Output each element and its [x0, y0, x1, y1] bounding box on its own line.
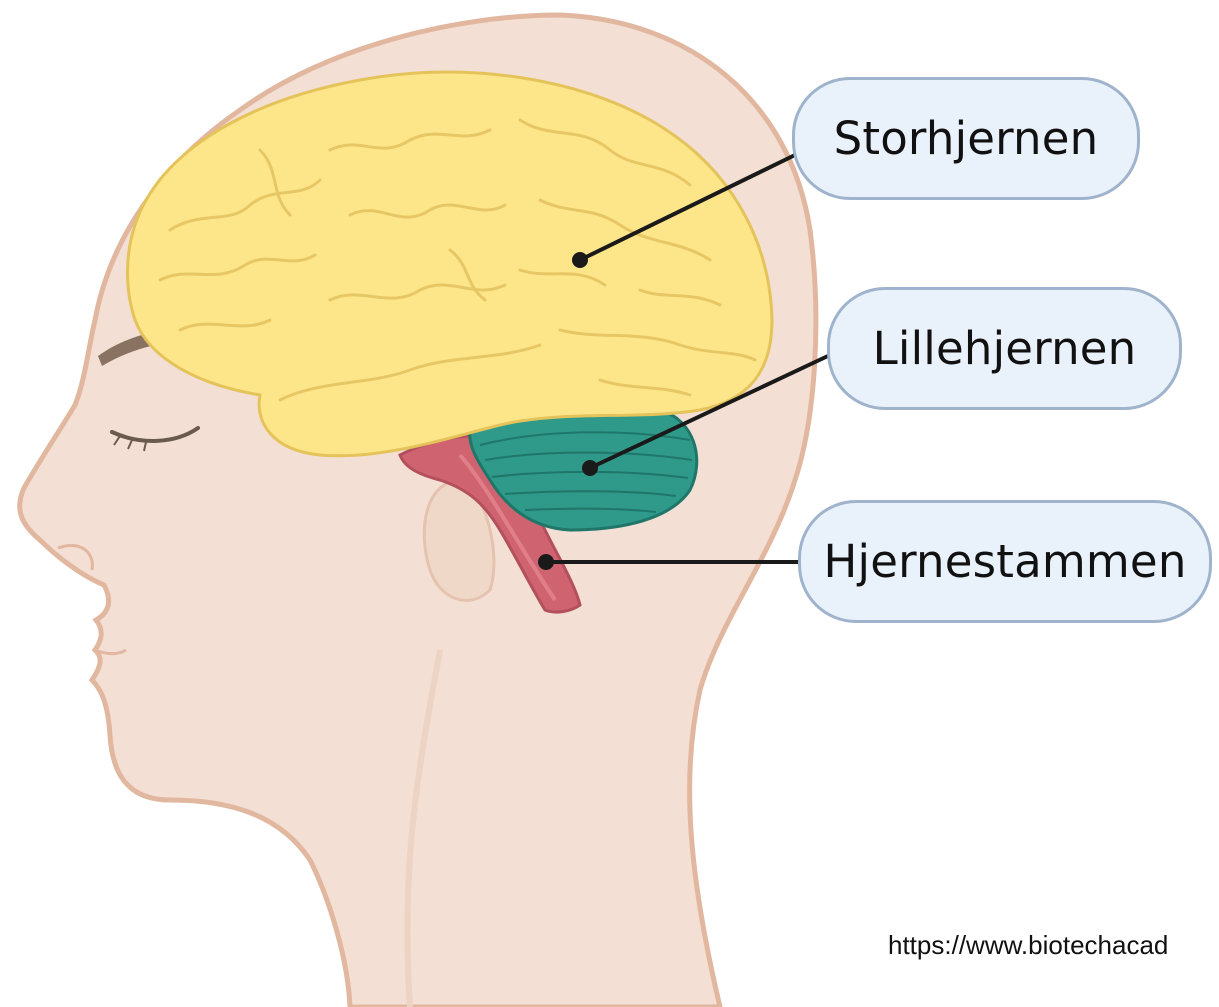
label-hjernestammen-text: Hjernestammen — [823, 535, 1186, 588]
label-hjernestammen: Hjernestammen — [798, 500, 1212, 623]
leader-dot-lillehjernen — [584, 462, 596, 474]
label-storhjernen-text: Storhjernen — [834, 112, 1099, 165]
leader-dot-hjernestammen — [540, 556, 552, 568]
label-storhjernen: Storhjernen — [792, 77, 1140, 200]
leader-dot-storhjernen — [574, 254, 586, 266]
label-lillehjernen-text: Lillehjernen — [873, 322, 1137, 375]
source-url: https://www.biotechacad — [888, 930, 1168, 961]
label-lillehjernen: Lillehjernen — [827, 287, 1182, 410]
